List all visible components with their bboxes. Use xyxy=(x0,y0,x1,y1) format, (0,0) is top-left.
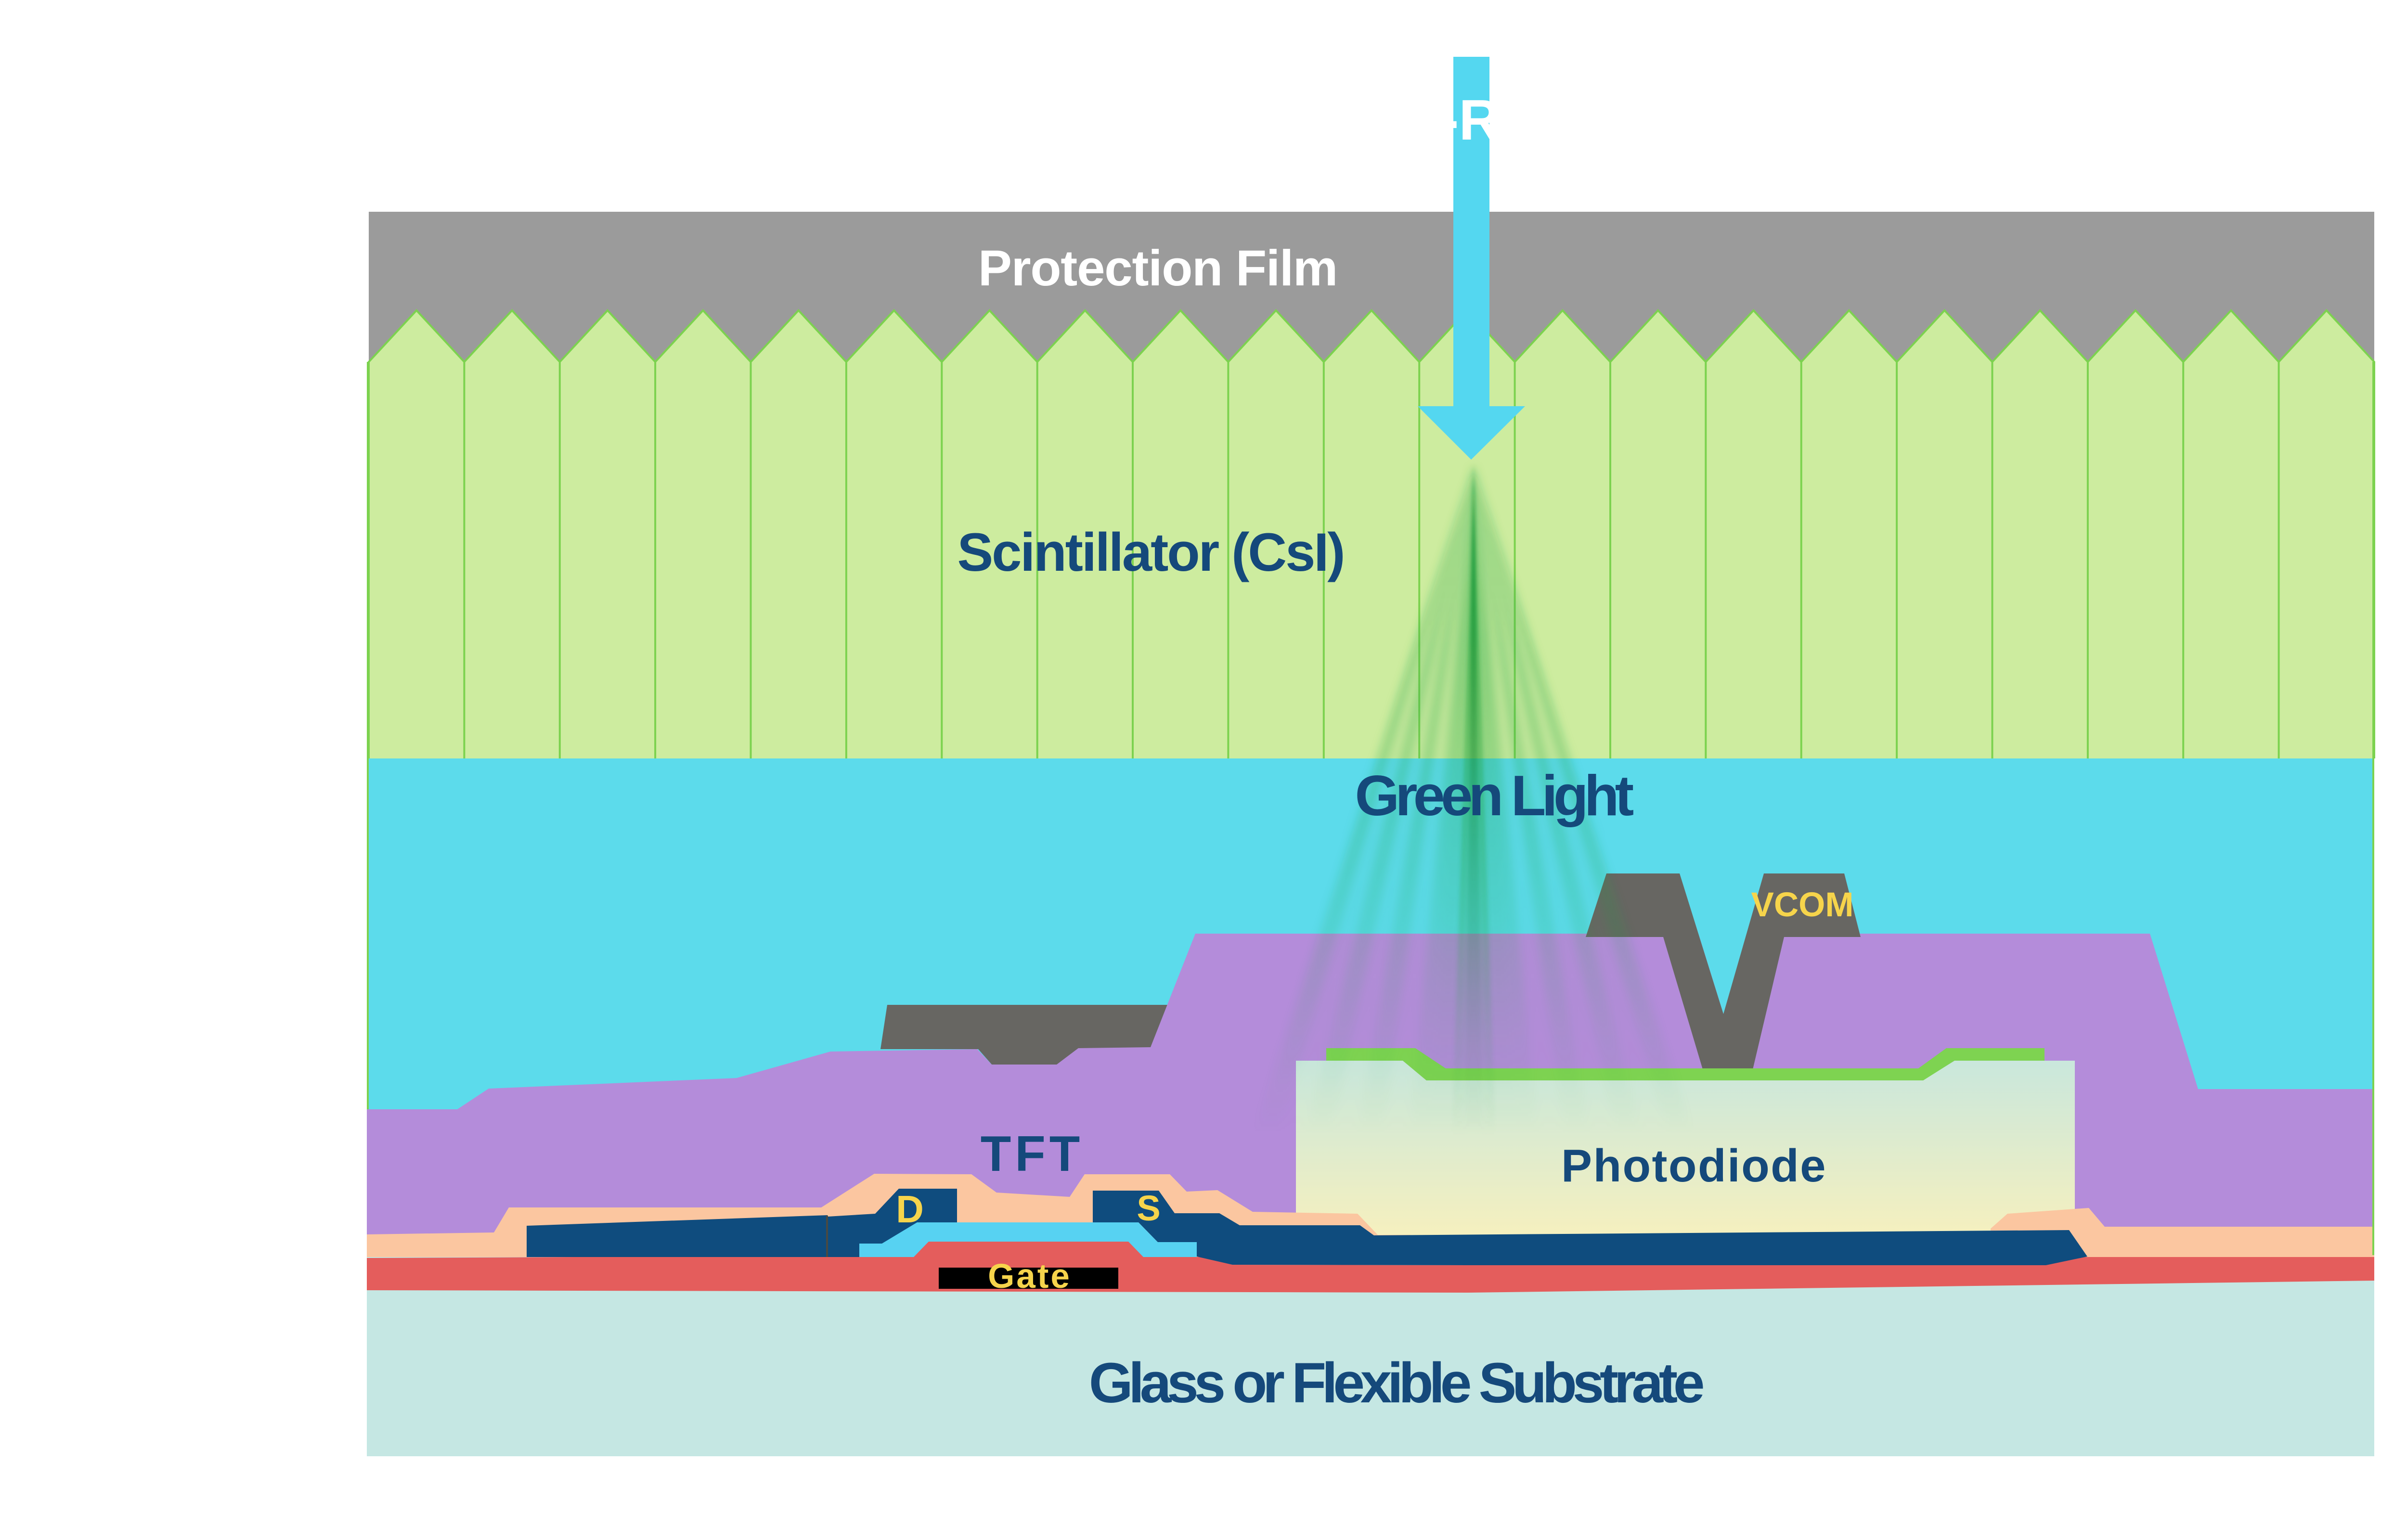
svg-text:Green Light: Green Light xyxy=(1355,764,1634,828)
svg-text:Scintillator (CsI): Scintillator (CsI) xyxy=(958,522,1344,582)
svg-text:Photodiode: Photodiode xyxy=(1561,1140,1827,1192)
svg-text:Protection Film: Protection Film xyxy=(978,240,1337,296)
svg-text:Gate: Gate xyxy=(988,1258,1072,1296)
svg-text:Glass or Flexible Substrate: Glass or Flexible Substrate xyxy=(1089,1351,1703,1415)
svg-text:TFT: TFT xyxy=(981,1126,1084,1182)
svg-text:S: S xyxy=(1137,1188,1160,1228)
svg-text:X-Ray: X-Ray xyxy=(1401,88,1564,152)
svg-text:D: D xyxy=(896,1188,924,1231)
svg-text:VCOM: VCOM xyxy=(1751,886,1854,924)
